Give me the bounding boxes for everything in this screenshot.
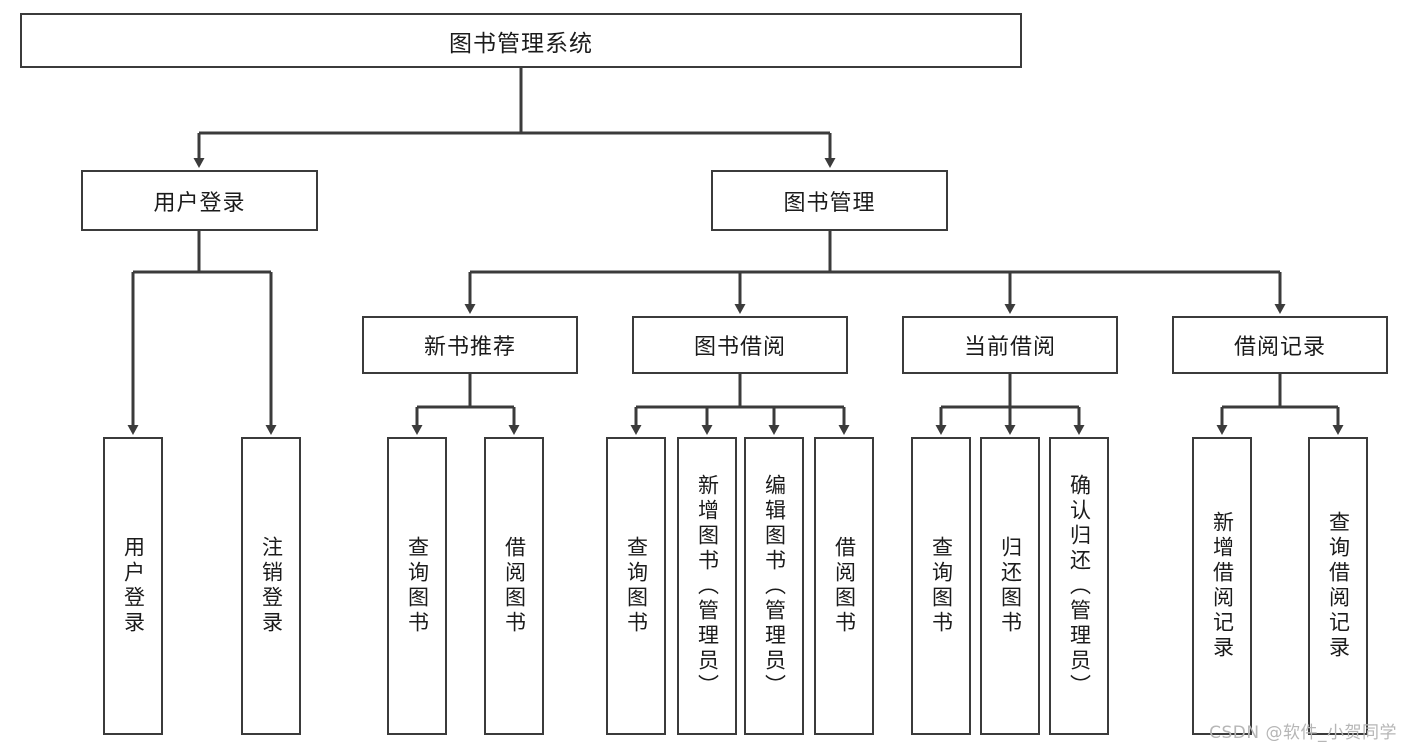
node-book-borrow[interactable]: 图书借阅 bbox=[632, 316, 848, 374]
node-borrow-records-label: 借阅记录 bbox=[1233, 335, 1326, 360]
node-current-borrow-label: 当前借阅 bbox=[963, 335, 1056, 360]
node-new-book-recommend[interactable]: 新书推荐 bbox=[362, 316, 578, 374]
leaf-user-login-logout[interactable]: 注销登录 bbox=[241, 437, 301, 735]
watermark: CSDN @软件_小贺同学 bbox=[1209, 723, 1397, 743]
leaf-borrow-add-book-label: 新增图书（管理员） bbox=[695, 473, 720, 699]
leaf-borrow-edit-book-label: 编辑图书（管理员） bbox=[762, 473, 787, 699]
leaf-current-confirm-return-label: 确认归还（管理员） bbox=[1067, 473, 1092, 699]
leaf-current-return[interactable]: 归还图书 bbox=[980, 437, 1040, 735]
leaf-user-login-login[interactable]: 用户登录 bbox=[103, 437, 163, 735]
node-new-book-recommend-label: 新书推荐 bbox=[423, 335, 516, 360]
leaf-current-query[interactable]: 查询图书 bbox=[911, 437, 971, 735]
node-borrow-records[interactable]: 借阅记录 bbox=[1172, 316, 1388, 374]
node-root-label: 图书管理系统 bbox=[449, 30, 593, 57]
node-book-borrow-label: 图书借阅 bbox=[693, 335, 786, 360]
node-user-login[interactable]: 用户登录 bbox=[81, 170, 318, 231]
leaf-borrow-query[interactable]: 查询图书 bbox=[606, 437, 666, 735]
leaf-records-query[interactable]: 查询借阅记录 bbox=[1308, 437, 1368, 735]
leaf-records-add[interactable]: 新增借阅记录 bbox=[1192, 437, 1252, 735]
leaf-user-login-logout-label: 注销登录 bbox=[259, 536, 284, 636]
node-book-management[interactable]: 图书管理 bbox=[711, 170, 948, 231]
node-book-management-label: 图书管理 bbox=[783, 190, 876, 216]
leaf-borrow-edit-book[interactable]: 编辑图书（管理员） bbox=[744, 437, 804, 735]
leaf-records-add-label: 新增借阅记录 bbox=[1210, 511, 1235, 661]
leaf-borrow-borrow-book[interactable]: 借阅图书 bbox=[814, 437, 874, 735]
node-current-borrow[interactable]: 当前借阅 bbox=[902, 316, 1118, 374]
node-user-login-label: 用户登录 bbox=[153, 190, 246, 216]
leaf-records-query-label: 查询借阅记录 bbox=[1326, 511, 1351, 661]
leaf-current-confirm-return[interactable]: 确认归还（管理员） bbox=[1049, 437, 1109, 735]
node-root[interactable]: 图书管理系统 bbox=[20, 13, 1022, 68]
leaf-borrow-query-label: 查询图书 bbox=[624, 536, 649, 636]
leaf-current-query-label: 查询图书 bbox=[929, 536, 954, 636]
leaf-current-return-label: 归还图书 bbox=[998, 536, 1023, 636]
leaf-new-book-borrow-label: 借阅图书 bbox=[502, 536, 527, 636]
leaf-new-book-query-label: 查询图书 bbox=[405, 536, 430, 636]
leaf-user-login-login-label: 用户登录 bbox=[121, 536, 146, 636]
leaf-new-book-query[interactable]: 查询图书 bbox=[387, 437, 447, 735]
leaf-borrow-borrow-book-label: 借阅图书 bbox=[832, 536, 857, 636]
leaf-new-book-borrow[interactable]: 借阅图书 bbox=[484, 437, 544, 735]
leaf-borrow-add-book[interactable]: 新增图书（管理员） bbox=[677, 437, 737, 735]
